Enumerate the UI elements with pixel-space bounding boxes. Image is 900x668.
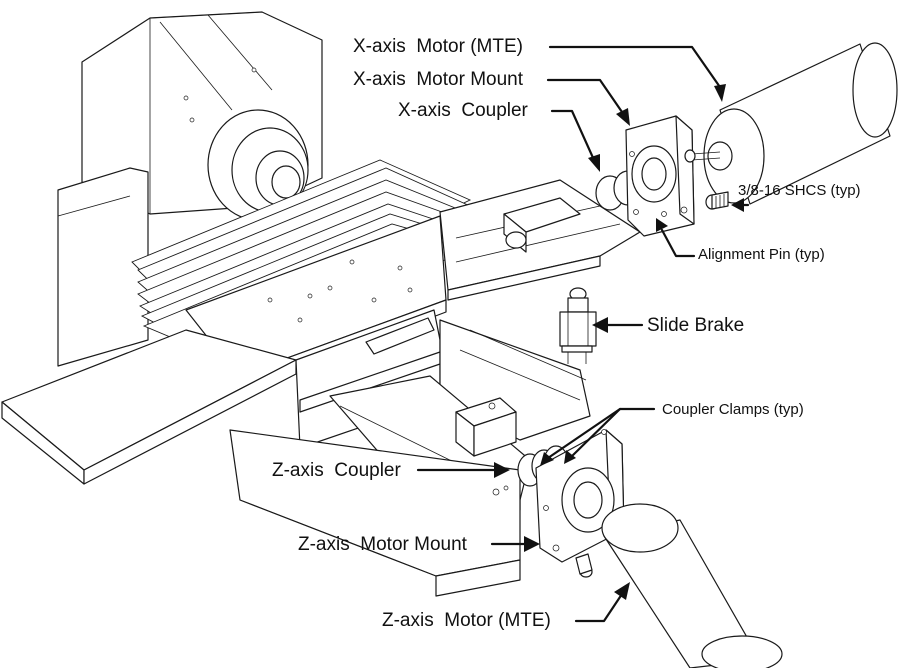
machine-base — [57, 167, 149, 367]
z-axis-motor-label: Z-axis Motor (MTE) — [382, 610, 551, 631]
z-bearing-block — [455, 397, 517, 457]
x-axis-motor-mount-part — [625, 115, 695, 237]
shcs-label: 3/8-16 SHCS (typ) — [738, 182, 861, 199]
z-axis-motor-part — [601, 503, 783, 668]
x-axis-motor-part — [684, 42, 898, 205]
z-shcs-bolt-part — [575, 553, 593, 578]
slide-brake-part — [559, 287, 597, 364]
shcs-bolt-part — [705, 191, 729, 210]
x-axis-motor-label: X-axis Motor (MTE) — [353, 36, 523, 57]
z-axis-coupler-label: Z-axis Coupler — [272, 460, 401, 481]
leader-lines — [416, 45, 750, 623]
x-axis-motor-mount-label: X-axis Motor Mount — [353, 69, 523, 90]
spindle-nose — [207, 109, 309, 221]
coupler-clamps-label: Coupler Clamps (typ) — [662, 401, 804, 418]
z-axis-base-block — [229, 429, 521, 597]
lathe-bed — [1, 329, 297, 485]
slide-brake-label: Slide Brake — [647, 315, 745, 336]
z-axis-motor-mount-label: Z-axis Motor Mount — [298, 534, 467, 555]
alignment-pin-label: Alignment Pin (typ) — [698, 246, 825, 263]
x-axis-coupler-label: X-axis Coupler — [398, 100, 528, 121]
x-axis-slide — [439, 179, 641, 301]
